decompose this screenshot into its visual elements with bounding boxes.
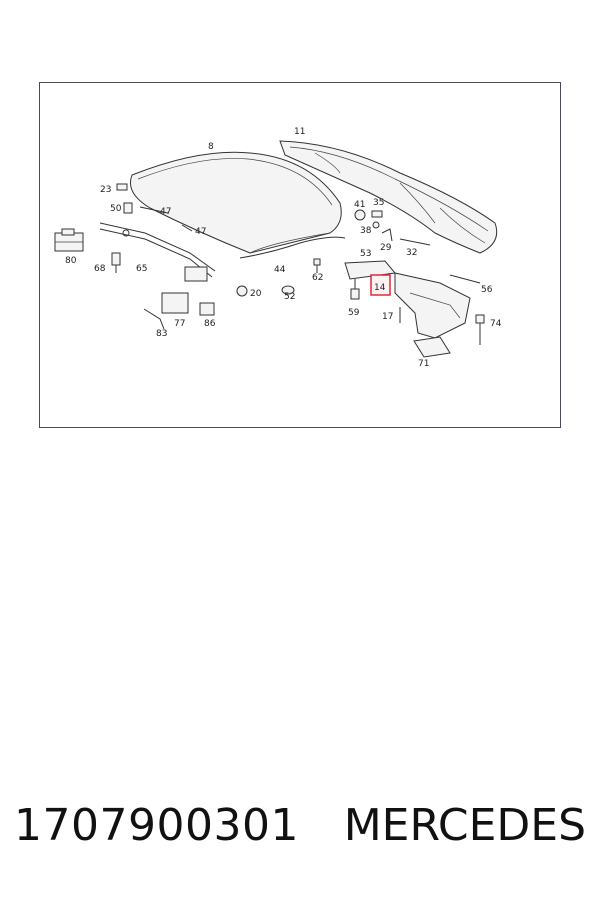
callout-17: 17 xyxy=(382,312,393,322)
linkage-assembly xyxy=(99,222,216,282)
screw-62 xyxy=(313,258,321,273)
callout-20: 20 xyxy=(250,289,262,299)
pin-47a xyxy=(139,206,169,214)
callout-38: 38 xyxy=(360,226,372,236)
callout-71: 71 xyxy=(418,359,429,369)
bracket-29 xyxy=(381,228,393,242)
callout-50: 50 xyxy=(110,204,122,214)
bushing-41 xyxy=(354,209,366,221)
callout-68: 68 xyxy=(94,264,106,274)
callout-59: 59 xyxy=(348,308,360,318)
brand-name: MERCEDES xyxy=(343,800,586,851)
callout-14: 14 xyxy=(374,283,386,293)
clip-50 xyxy=(123,202,133,214)
callout-8: 8 xyxy=(208,142,214,152)
callout-29: 29 xyxy=(380,243,392,253)
diagram-frame: 8 11 23 50 47 47 41 35 38 29 32 80 68 65… xyxy=(39,82,561,428)
callout-80: 80 xyxy=(65,256,77,266)
callout-32: 32 xyxy=(406,248,417,258)
plate-71 xyxy=(413,336,451,358)
callout-47b: 47 xyxy=(195,227,206,237)
hinge-bracket xyxy=(54,228,84,252)
seal-strip xyxy=(239,236,346,259)
callout-35: 35 xyxy=(373,198,384,208)
callout-23: 23 xyxy=(100,185,111,195)
part-number: 1707900301 xyxy=(14,800,299,851)
bolt-68 xyxy=(111,252,121,273)
clip-23 xyxy=(116,183,128,191)
callout-86: 86 xyxy=(204,319,216,329)
washer-52 xyxy=(281,285,295,295)
nut-20 xyxy=(236,285,248,297)
callout-44: 44 xyxy=(274,265,286,275)
bolt-59 xyxy=(350,279,360,300)
highlighted-callout-14[interactable]: 14 xyxy=(370,274,391,296)
roof-panel xyxy=(130,151,342,254)
bolt-74 xyxy=(475,314,485,345)
washer-38 xyxy=(372,221,380,229)
callout-77: 77 xyxy=(174,319,185,329)
rod-32 xyxy=(399,238,431,246)
callout-52: 52 xyxy=(284,292,295,302)
callout-47a: 47 xyxy=(160,207,171,217)
callout-65: 65 xyxy=(136,264,147,274)
main-hinge-assembly xyxy=(344,260,481,339)
callout-62: 62 xyxy=(312,273,323,283)
lock-assembly xyxy=(143,292,215,330)
highlight-box xyxy=(370,274,391,296)
callout-53: 53 xyxy=(360,249,371,259)
spacer-35 xyxy=(371,210,383,218)
callout-41: 41 xyxy=(354,200,365,210)
callout-11: 11 xyxy=(294,127,305,137)
pin-47b xyxy=(181,224,193,232)
rear-cover-frame xyxy=(279,140,498,254)
exploded-parts-diagram: 8 11 23 50 47 47 41 35 38 29 32 80 68 65… xyxy=(54,127,502,369)
callout-83: 83 xyxy=(156,329,167,339)
callout-74: 74 xyxy=(490,319,502,329)
callout-56: 56 xyxy=(481,285,493,295)
